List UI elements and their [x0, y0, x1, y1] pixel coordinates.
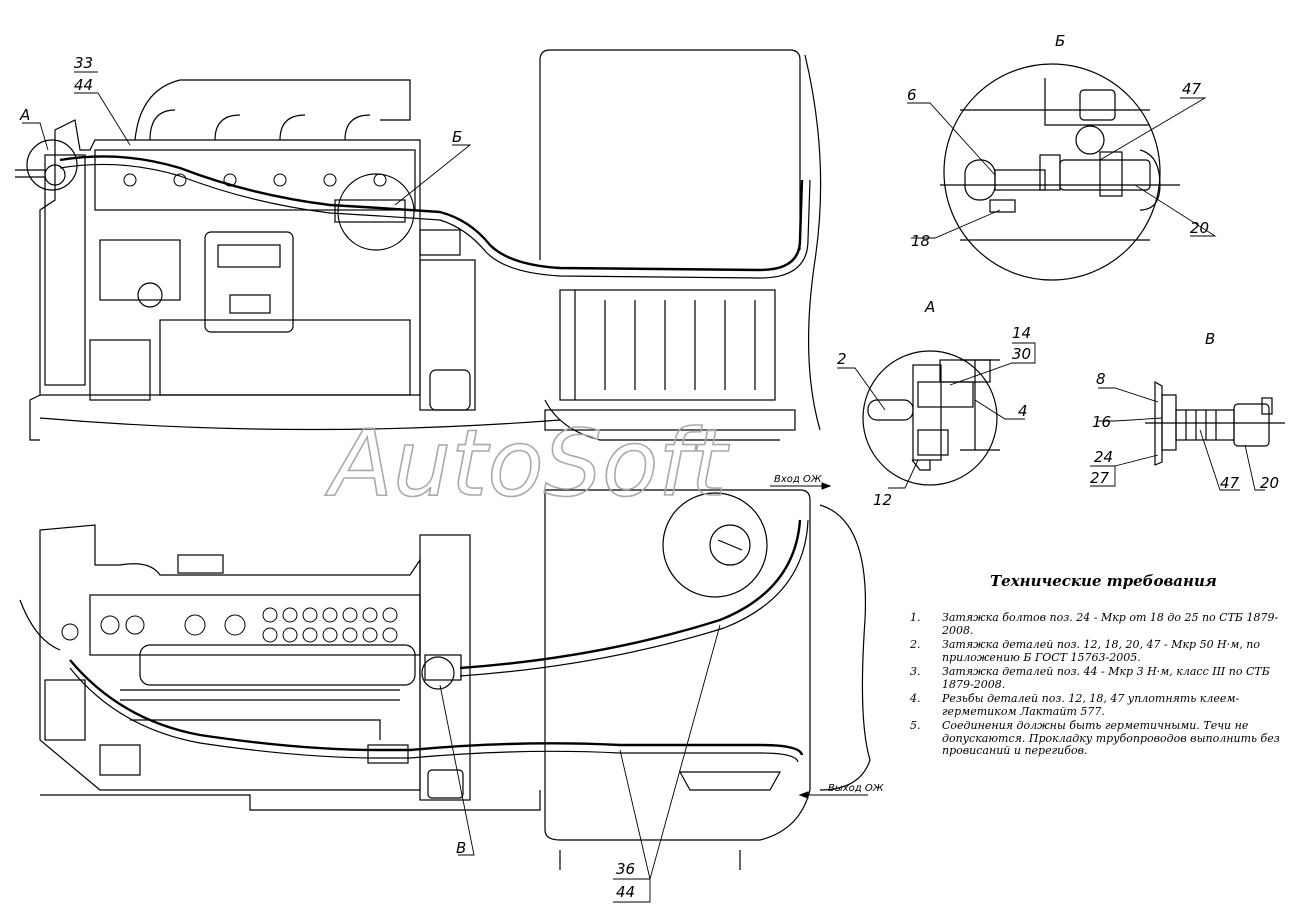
view-b-marker: Б — [452, 128, 462, 146]
label-8: 8 — [1096, 370, 1106, 388]
flow-arrows — [770, 482, 868, 799]
engine-side-view — [19, 519, 809, 811]
label-20-b: 20 — [1190, 219, 1209, 237]
engine-top-view — [15, 79, 811, 441]
requirements-title: Технические требования — [990, 572, 1217, 590]
requirement-number: 2. — [910, 638, 921, 651]
label-44-top: 44 — [74, 76, 93, 94]
label-18: 18 — [911, 232, 930, 250]
label-4: 4 — [1018, 402, 1028, 420]
requirement-number: 1. — [910, 611, 921, 624]
requirement-text: Затяжка деталей поз. 44 - Мкр 3 Н·м, кла… — [942, 665, 1270, 691]
requirement-text: Затяжка деталей поз. 12, 18, 20, 47 - Мк… — [942, 638, 1260, 664]
requirements-list: 1. Затяжка болтов поз. 24 - Мкр от 18 до … — [910, 611, 1290, 760]
requirement-text: Резьбы деталей поз. 12, 18, 47 уплотнять… — [942, 692, 1240, 718]
requirement-item: 1. Затяжка болтов поз. 24 - Мкр от 18 до … — [910, 611, 1290, 637]
view-a-letter: А — [924, 298, 935, 316]
requirement-item: 4. Резьбы деталей поз. 12, 18, 47 уплотня… — [910, 692, 1290, 718]
label-6: 6 — [907, 86, 917, 104]
view-b-detail — [940, 63, 1180, 281]
detail-circle-a — [26, 139, 78, 191]
tank-top-view — [419, 49, 822, 441]
label-20-v: 20 — [1260, 474, 1279, 492]
requirement-item: 2. Затяжка деталей поз. 12, 18, 20, 47 - … — [910, 638, 1290, 664]
view-v-marker: В — [456, 839, 466, 857]
view-a-marker: А — [19, 106, 30, 124]
label-36: 36 — [616, 860, 635, 878]
view-b-letter: Б — [1055, 32, 1065, 50]
requirement-number: 4. — [910, 692, 921, 705]
label-12: 12 — [873, 491, 892, 509]
coolant-in-label: Вход ОЖ — [774, 474, 823, 485]
label-2: 2 — [837, 350, 847, 368]
leader-lines — [22, 71, 1265, 903]
requirement-item: 3. Затяжка деталей поз. 44 - Мкр 3 Н·м, к… — [910, 665, 1290, 691]
requirement-text: Затяжка болтов поз. 24 - Мкр от 18 до 25… — [942, 611, 1279, 637]
tank-side-view — [544, 489, 871, 870]
requirement-text: Соединения должны быть герметичными. Теч… — [942, 719, 1280, 757]
watermark: AutoSoft — [325, 410, 730, 517]
requirement-number: 5. — [910, 719, 921, 732]
label-30: 30 — [1012, 345, 1031, 363]
label-47-b: 47 — [1182, 80, 1202, 98]
view-a-detail — [862, 350, 1000, 486]
label-44-bottom: 44 — [616, 883, 635, 901]
label-27: 27 — [1090, 469, 1110, 487]
label-24: 24 — [1094, 448, 1113, 466]
label-14: 14 — [1012, 324, 1031, 342]
view-v-detail — [1145, 380, 1285, 466]
requirement-item: 5. Соединения должны быть герметичными. Т… — [910, 719, 1290, 758]
detail-circle-b — [337, 173, 415, 251]
detail-circle-v — [421, 656, 455, 690]
label-33: 33 — [74, 54, 93, 72]
coolant-out-label: Выход ОЖ — [828, 783, 885, 794]
requirement-number: 3. — [910, 665, 921, 678]
view-v-letter: В — [1205, 330, 1215, 348]
label-47-v: 47 — [1220, 474, 1240, 492]
label-16: 16 — [1092, 413, 1111, 431]
